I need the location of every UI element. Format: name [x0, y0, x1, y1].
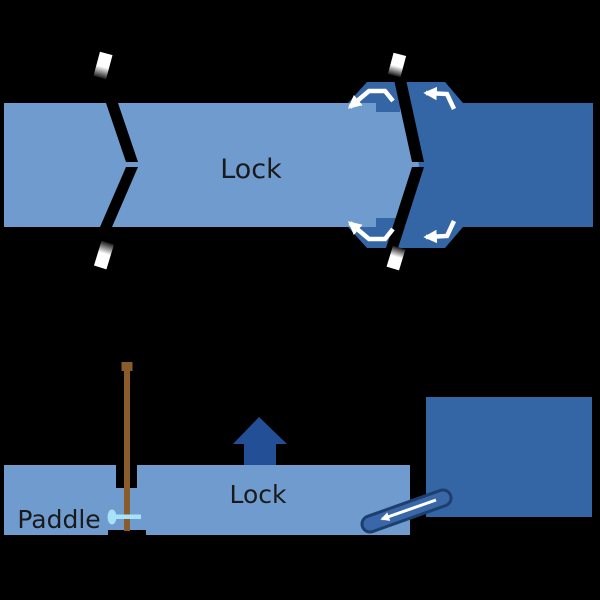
- bottom-bypass-culvert-outlet: [376, 218, 400, 227]
- water-level-rise-arrow-icon: [233, 417, 287, 465]
- paddle-rod: [124, 368, 130, 531]
- plan-lock-label: Lock: [220, 154, 282, 185]
- plan-view: Lock: [4, 51, 593, 271]
- flow-arrow-icon: [347, 88, 395, 109]
- upper-pound-water: [405, 103, 593, 227]
- paddle-label: Paddle: [17, 505, 100, 534]
- paddle-plate: [108, 530, 146, 541]
- right-gate-bottom-leaf: [386, 167, 424, 248]
- upper-pound-water-section: [426, 397, 592, 517]
- flow-arrow-icon: [423, 86, 457, 110]
- side-view: Paddle Lock: [4, 362, 592, 541]
- paddle-pin-shaft: [111, 514, 141, 519]
- left-gate-bottom-balance-beam: [93, 240, 115, 270]
- right-gate-top-balance-beam: [387, 52, 407, 78]
- culvert-flow-arrow-icon: [380, 498, 437, 521]
- left-gate-top-balance-beam: [93, 51, 113, 80]
- right-gate-top-leaf: [393, 75, 424, 162]
- left-gate-top-leaf: [106, 103, 138, 162]
- lock-water-section: [4, 465, 410, 535]
- flow-arrow-icon: [347, 221, 395, 242]
- right-gate-bottom-balance-beam: [386, 245, 406, 271]
- side-lock-label: Lock: [229, 480, 287, 509]
- top-bypass-culvert-outlet: [376, 103, 400, 112]
- paddle-pin-head: [107, 509, 117, 525]
- flow-arrow-icon: [423, 220, 457, 244]
- left-gate-bottom-leaf: [100, 167, 138, 227]
- paddle-rod-cap: [121, 362, 133, 371]
